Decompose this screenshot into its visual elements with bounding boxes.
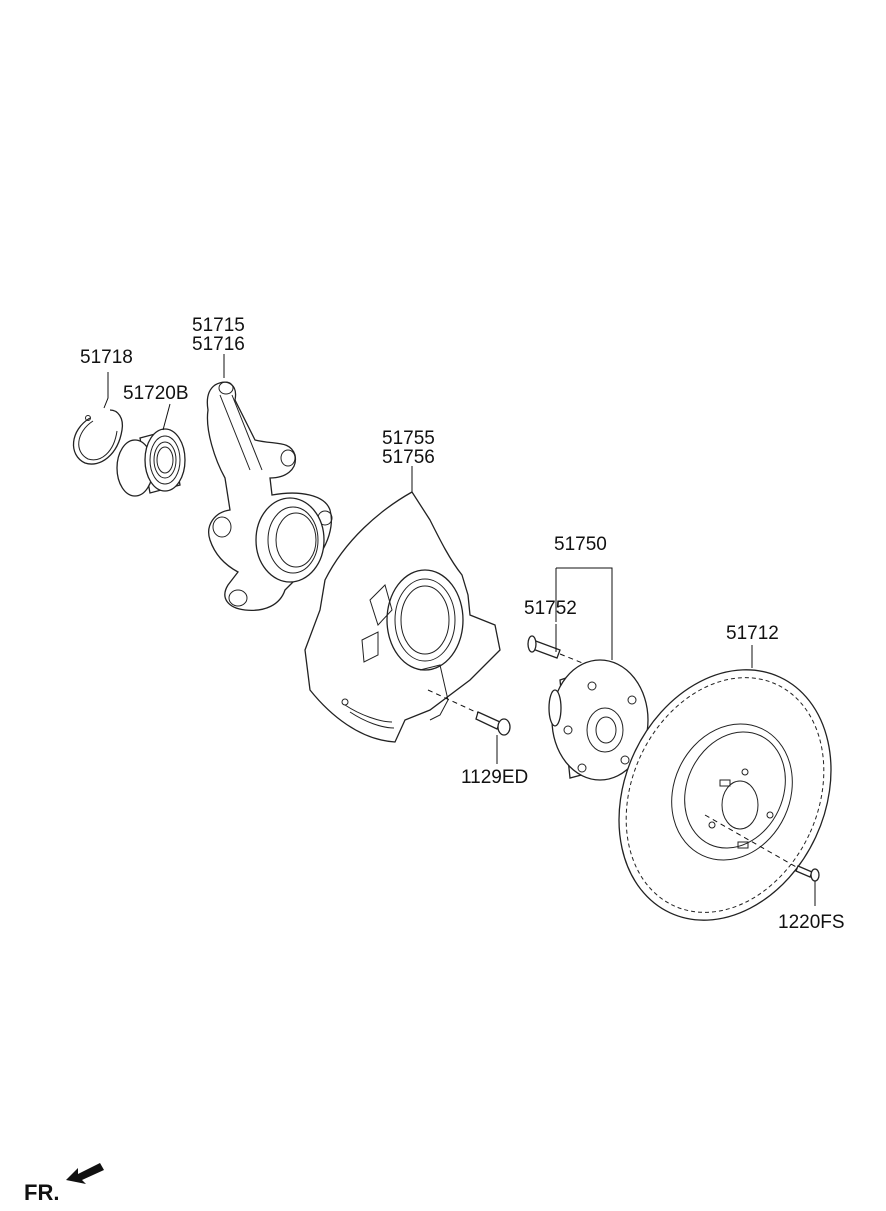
label-hub-assembly: 51750 xyxy=(554,534,607,555)
front-direction-arrow xyxy=(66,1163,104,1184)
leader-lines xyxy=(103,354,816,906)
label-bearing: 51720B xyxy=(123,383,189,404)
label-knuckle-rh: 51716 xyxy=(192,334,245,355)
wheel-hub xyxy=(548,659,649,781)
label-snap-ring: 51718 xyxy=(80,347,133,368)
hub-bolt-axis xyxy=(559,653,586,665)
steering-knuckle xyxy=(206,381,333,611)
cover-bolt xyxy=(475,711,511,736)
label-knuckle-lh: 51715 xyxy=(192,315,245,336)
wheel-bearing xyxy=(116,428,186,497)
hub-bolt xyxy=(527,635,561,659)
label-dust-cover-rh: 51756 xyxy=(382,447,435,468)
label-dust-cover-lh: 51755 xyxy=(382,428,435,449)
disc-screw xyxy=(795,865,820,882)
brake-disc xyxy=(618,669,832,921)
label-disc: 51712 xyxy=(726,623,779,644)
label-hub-bolt: 51752 xyxy=(524,598,577,619)
dust-cover xyxy=(304,491,501,743)
label-cover-bolt: 1129ED xyxy=(461,767,528,788)
snap-ring xyxy=(72,409,124,465)
cover-bolt-axis xyxy=(427,689,479,714)
label-disc-screw: 1220FS xyxy=(778,912,845,933)
front-marker-label: FR. xyxy=(24,1180,59,1205)
